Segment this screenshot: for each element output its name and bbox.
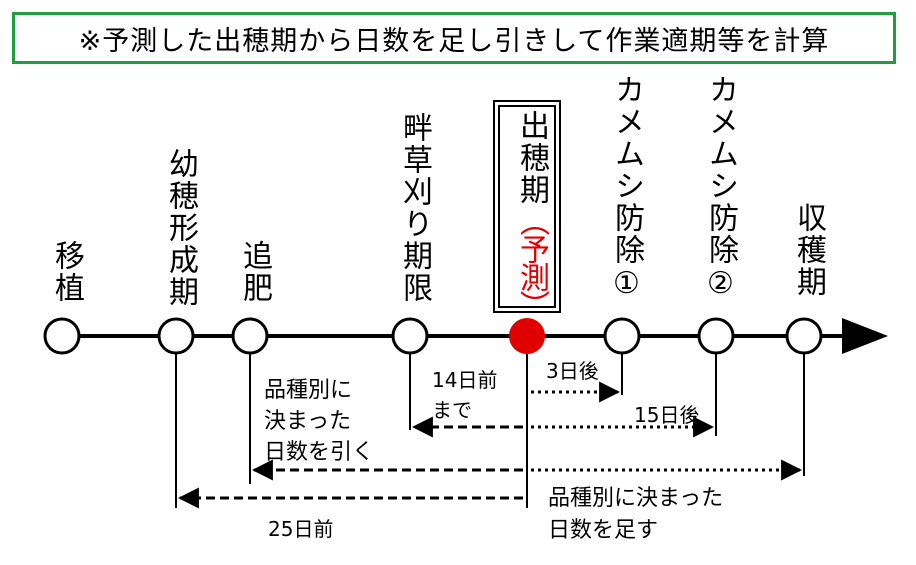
node-harvest [785,317,823,355]
heading-box-inner [498,105,556,308]
node-stinkbug2 [697,317,735,355]
heading-box-outer [493,100,561,313]
note-3days-after: 3日後 [546,359,599,383]
note-subtract-line3: 日数を引く [264,440,375,465]
label-heading: 出穂期 [514,110,549,206]
note-until: まで [432,398,472,422]
node-transplant [43,317,81,355]
node-heading [509,318,545,354]
note-add-line1: 品種別に決まった [548,486,724,511]
label-weeding-limit: 畔草刈り期限 [397,112,432,304]
label-transplant: 移植 [49,240,84,304]
label-heading-predicted: （予測） [514,206,549,318]
note-add-line2: 日数を足す [548,518,659,543]
title-banner: ※予測した出穂期から日数を足し引きして作業適期等を計算 [12,12,896,64]
note-subtract-line2: 決まった [264,409,352,434]
label-topdress: 追肥 [237,240,272,304]
label-heading-group: 出穂期 （予測） [509,110,553,318]
label-stinkbug2: カメムシ防除② [703,74,738,303]
label-stinkbug1: カメムシ防除① [609,74,644,303]
node-stinkbug1 [603,317,641,355]
node-topdress [231,317,269,355]
timeline-arrowhead [842,318,888,354]
note-subtract-line1: 品種別に [264,378,353,403]
page-title: ※予測した出穂期から日数を足し引きして作業適期等を計算 [78,25,830,57]
label-young-panicle: 幼穂形成期 [163,148,198,308]
note-15days-after: 15日後 [634,403,700,427]
node-young-panicle [157,317,195,355]
label-harvest: 収穫期 [791,202,826,298]
node-weeding [391,317,429,355]
note-14days-before: 14日前 [432,368,498,392]
note-25days-before: 25日前 [268,517,334,541]
